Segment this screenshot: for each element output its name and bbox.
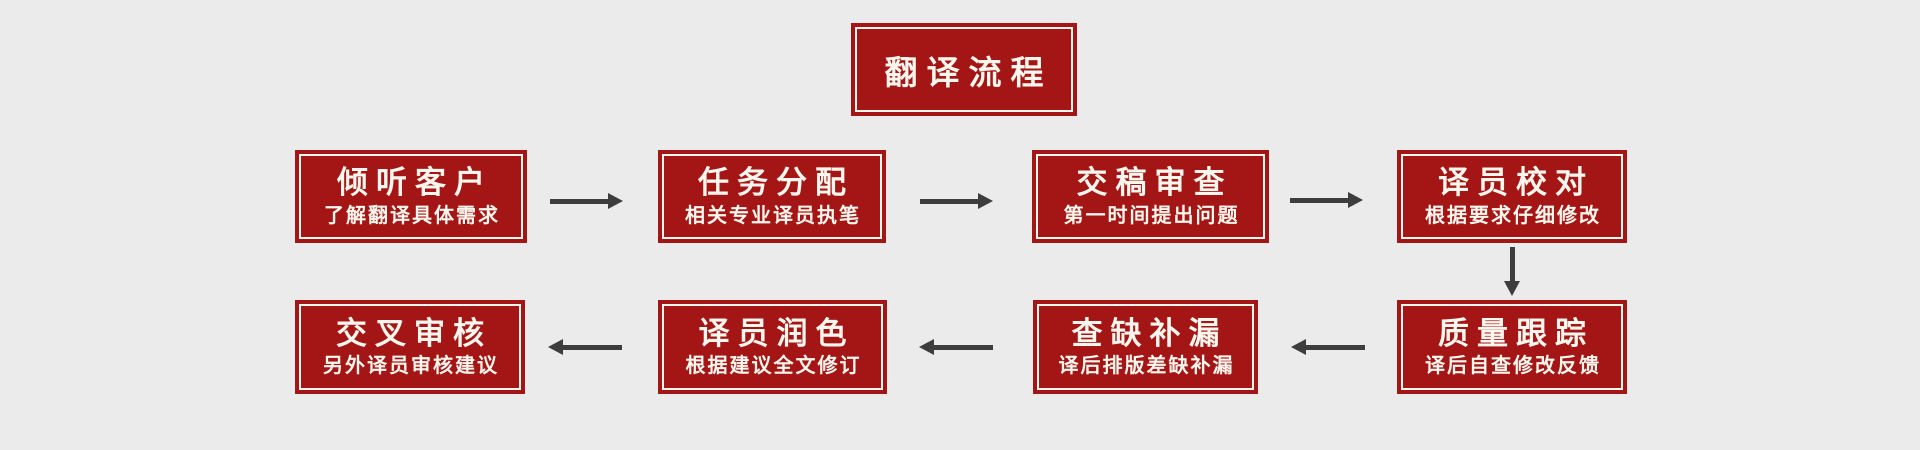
step-subtitle: 译后排版差缺补漏 (1058, 355, 1235, 378)
step-title: 倾听客户 (337, 165, 493, 201)
left-arrow-icon (548, 339, 622, 355)
step-subtitle: 另外译员审核建议 (323, 355, 499, 378)
arrow-shaft (563, 344, 622, 350)
step-box-listen-to-client: 倾听客户 了解翻译具体需求 (295, 150, 527, 243)
step-box-gap-filling: 查缺补漏 译后排版差缺补漏 (1033, 300, 1258, 394)
step-title: 交叉审核 (336, 315, 492, 351)
right-arrow-icon (1290, 192, 1363, 208)
arrow-shaft (1306, 344, 1365, 350)
step-subtitle: 译后自查修改反馈 (1425, 355, 1601, 378)
step-subtitle: 第一时间提出问题 (1063, 204, 1240, 227)
step-box-quality-tracking: 质量跟踪 译后自查修改反馈 (1397, 300, 1627, 394)
step-title: 交稿审查 (1076, 165, 1233, 201)
step-box-translator-polishing: 译员润色 根据建议全文修订 (658, 300, 887, 394)
arrow-shaft (934, 344, 993, 350)
arrow-shaft (920, 198, 978, 204)
step-subtitle: 根据要求仔细修改 (1425, 204, 1601, 227)
left-arrow-icon (919, 339, 993, 355)
arrow-head (1504, 281, 1520, 296)
step-subtitle: 了解翻译具体需求 (324, 204, 500, 227)
step-subtitle: 相关专业译员执笔 (685, 204, 861, 227)
arrow-shaft (550, 198, 608, 204)
left-arrow-icon (1291, 339, 1365, 355)
step-subtitle: 根据建议全文修订 (685, 355, 862, 378)
arrow-head (1348, 192, 1363, 208)
arrow-head (548, 339, 563, 355)
step-box-cross-review: 交叉审核 另外译员审核建议 (295, 300, 525, 394)
step-box-submission-review: 交稿审查 第一时间提出问题 (1032, 150, 1269, 243)
arrow-shaft (1509, 247, 1515, 281)
step-title: 任务分配 (698, 165, 854, 201)
arrow-head (919, 339, 934, 355)
arrow-head (608, 193, 623, 209)
step-title: 质量跟踪 (1438, 315, 1594, 351)
arrow-head (1291, 339, 1306, 355)
arrow-shaft (1290, 197, 1348, 203)
right-arrow-icon (920, 193, 993, 209)
down-arrow-icon (1504, 247, 1520, 296)
step-title: 查缺补漏 (1071, 315, 1228, 351)
step-title: 译员润色 (698, 315, 855, 351)
step-box-translator-proofreading: 译员校对 根据要求仔细修改 (1397, 150, 1627, 243)
right-arrow-icon (550, 193, 623, 209)
step-box-task-assignment: 任务分配 相关专业译员执笔 (658, 150, 886, 243)
flowchart-title: 翻译流程 (855, 27, 1073, 112)
step-title: 译员校对 (1438, 165, 1594, 201)
flowchart-title-box: 翻译流程 (851, 23, 1077, 116)
arrow-head (978, 193, 993, 209)
